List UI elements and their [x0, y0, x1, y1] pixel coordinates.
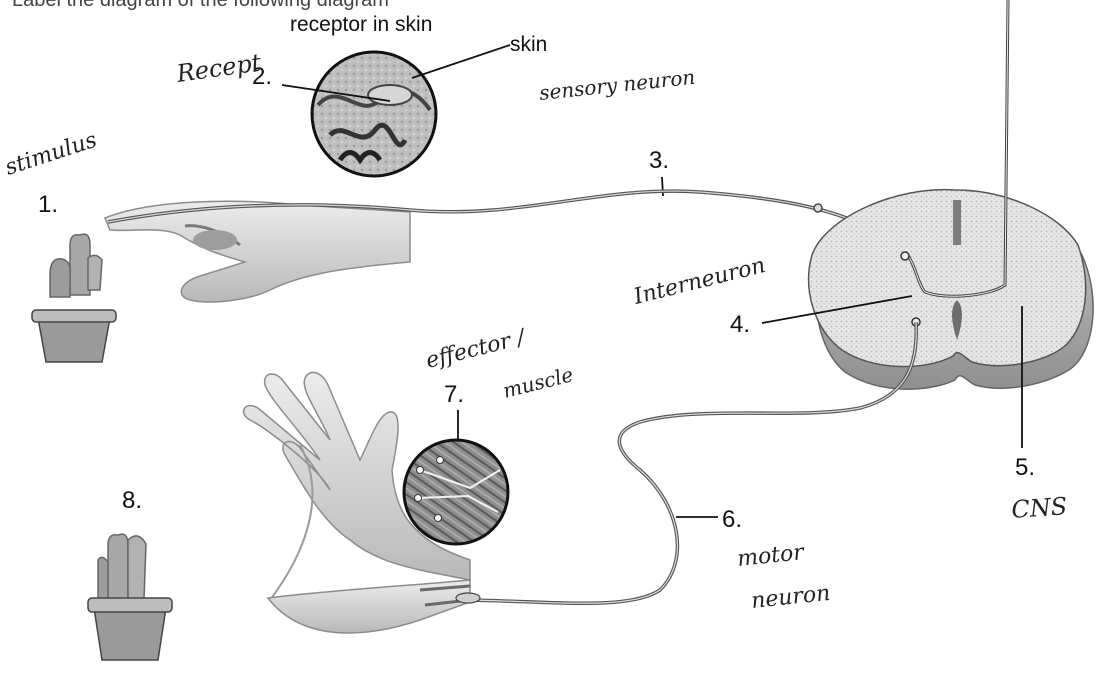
- handwritten-motor-line2: neuron: [750, 581, 831, 614]
- synapse-1: [901, 252, 909, 260]
- label-number-6: 6.: [722, 506, 742, 533]
- cactus-bottom: [88, 534, 172, 660]
- pointer-3: [662, 177, 663, 196]
- label-number-8: 8.: [122, 487, 142, 514]
- skin-label: skin: [510, 33, 547, 56]
- cactus-top: [32, 234, 116, 362]
- spinal-cord: [809, 190, 1093, 390]
- handwritten-receptor: Recept: [174, 48, 263, 88]
- label-number-4: 4.: [730, 311, 750, 338]
- handwritten-effector-line1: effector /: [423, 325, 530, 374]
- receptor-in-skin-label: receptor in skin: [290, 13, 432, 36]
- label-number-7: 7.: [444, 381, 464, 408]
- label-number-3: 3.: [649, 147, 669, 174]
- cropped-instruction-text: Label the diagram of the following diagr…: [12, 0, 389, 11]
- receptor-inset: [312, 52, 436, 176]
- label-number-1: 1.: [38, 191, 58, 218]
- handwritten-motor-line1: motor: [736, 540, 806, 572]
- sensory-ganglion: [814, 204, 822, 212]
- muscle-inset: [404, 440, 508, 544]
- handwritten-stimulus: stimulus: [2, 128, 100, 181]
- handwritten-sensory-neuron: sensory neuron: [538, 65, 696, 105]
- skin-pointer-line: [412, 45, 510, 78]
- handwritten-cns: CNS: [1010, 492, 1068, 524]
- label-number-5: 5.: [1015, 454, 1035, 481]
- handwritten-interneuron: Interneuron: [630, 253, 768, 310]
- handwritten-effector-line2: muscle: [500, 362, 575, 403]
